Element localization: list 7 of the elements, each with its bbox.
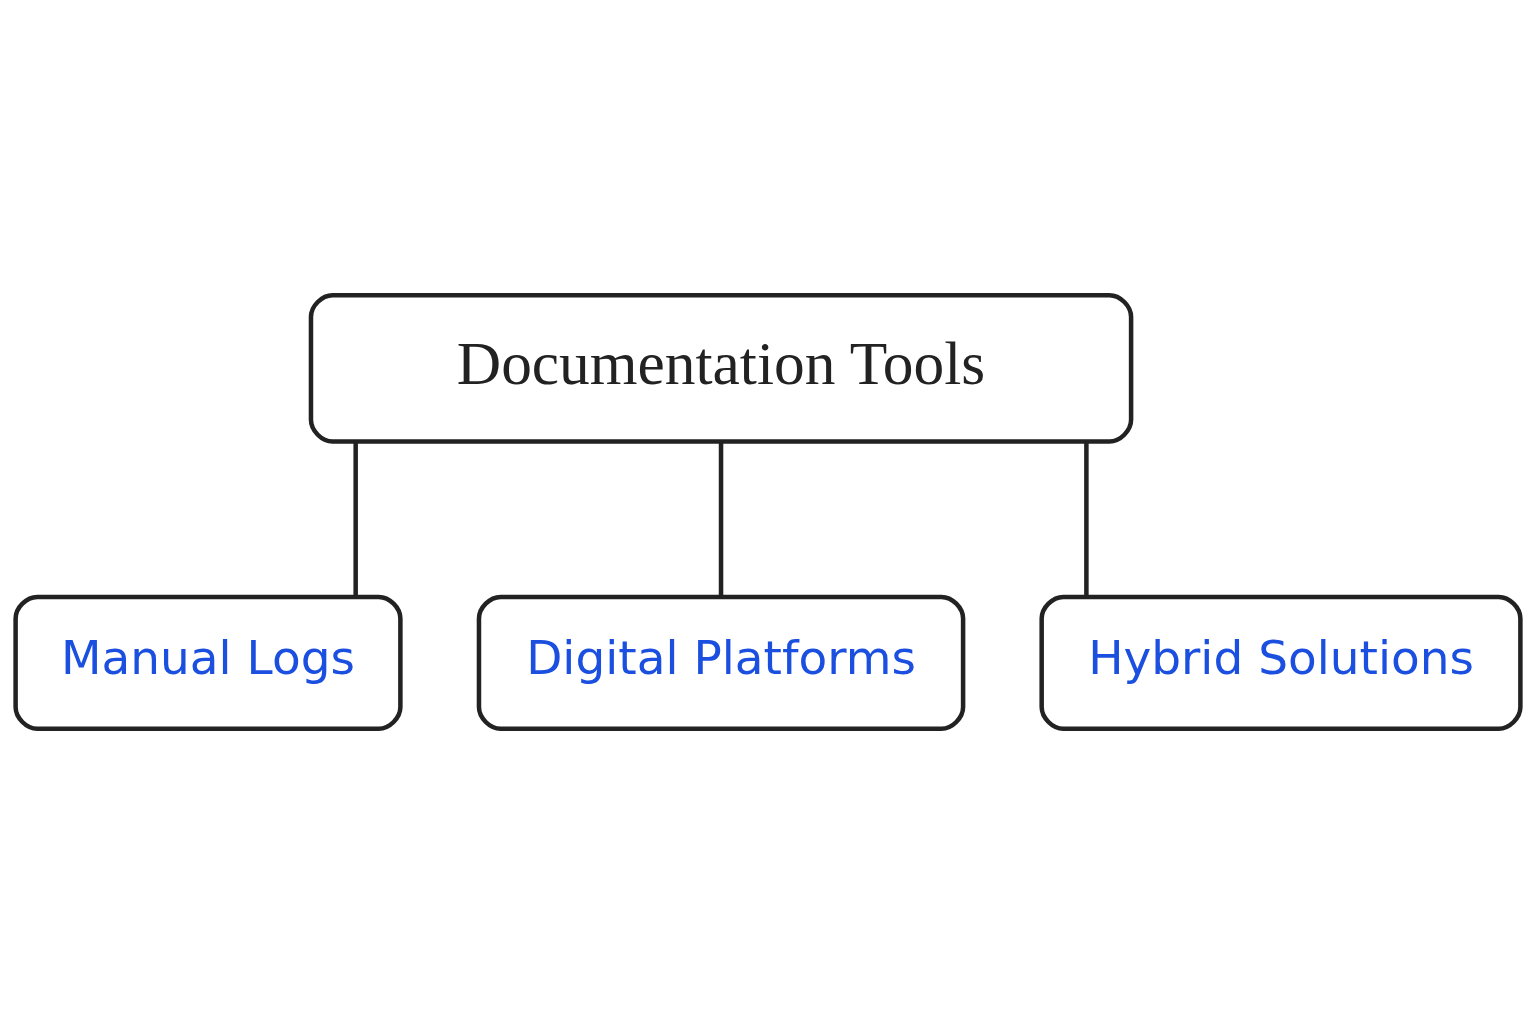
node-box: Documentation Tools (308, 292, 1134, 444)
node-box: Hybrid Solutions (1039, 594, 1523, 732)
connector (1084, 441, 1089, 597)
node-box: Manual Logs (13, 594, 403, 732)
node-box: Digital Platforms (476, 594, 966, 732)
connector (718, 441, 724, 597)
connector (353, 441, 358, 597)
